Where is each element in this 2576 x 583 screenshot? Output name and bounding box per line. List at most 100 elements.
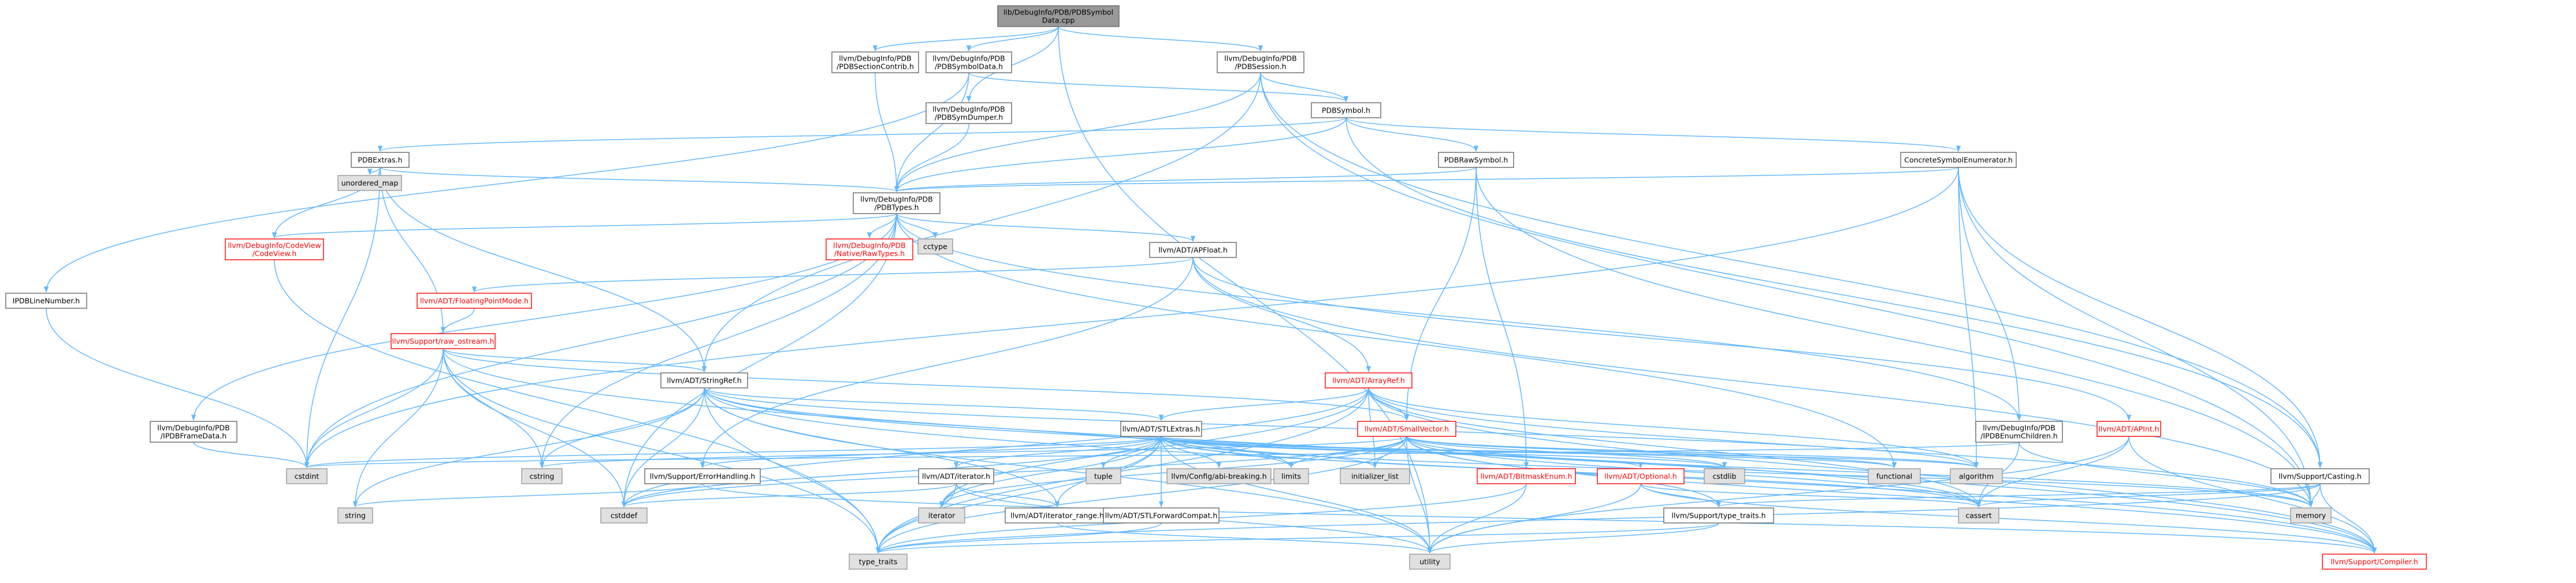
node-cstdlib[interactable]: cstdlib — [1704, 468, 1745, 484]
node-box — [1357, 421, 1456, 437]
node-label: /PDBSectionContrib.h — [837, 62, 914, 71]
node-compiler[interactable]: llvm/Support/Compiler.h — [2322, 554, 2427, 570]
node-box — [286, 468, 328, 484]
edge-arrayref-to-type_traits — [875, 387, 1369, 554]
node-root[interactable]: lib/DebugInfo/PDB/PDBSymbolData.cpp — [997, 5, 1120, 27]
edge-concretesymbolenum-to-memory — [1958, 167, 2314, 508]
edge-ipdblinenumber-to-cstdint — [46, 308, 310, 469]
node-label: llvm/ADT/BitmaskEnum.h — [1480, 472, 1572, 481]
node-pdbsymdumper[interactable]: llvm/DebugInfo/PDB/PDBSymDumper.h — [925, 102, 1012, 124]
node-type_traits[interactable]: type_traits — [849, 554, 908, 570]
node-box — [1166, 468, 1272, 484]
node-initializer_list[interactable]: initializer_list — [1340, 468, 1410, 484]
node-iterator[interactable]: iterator — [918, 507, 965, 524]
node-ipdblinenumber[interactable]: IPDBLineNumber.h — [5, 293, 87, 309]
edge-casting-to-memory — [2308, 483, 2321, 508]
node-label: /CodeView.h — [252, 249, 297, 258]
node-label: llvm/Support/ErrorHandling.h — [650, 472, 755, 481]
edge-errorhandling-to-string — [353, 483, 703, 508]
node-limits[interactable]: limits — [1273, 468, 1309, 484]
node-functional[interactable]: functional — [1868, 468, 1921, 484]
node-tuple[interactable]: tuple — [1086, 468, 1121, 484]
node-label: /PDBSymDumper.h — [935, 113, 1003, 122]
edge-root-to-pdbsymboldata — [966, 26, 1059, 52]
node-raw_ostream[interactable]: llvm/Support/raw_ostream.h — [391, 333, 496, 349]
node-iteratorh[interactable]: llvm/ADT/iterator.h — [918, 468, 994, 484]
node-ipdbenumchildren[interactable]: llvm/DebugInfo/PDB/IPDBEnumChildren.h — [1975, 421, 2063, 443]
node-apfloat[interactable]: llvm/ADT/APFloat.h — [1149, 242, 1237, 258]
node-box — [1311, 102, 1381, 118]
node-unordered_map[interactable]: unordered_map — [337, 175, 402, 191]
edge-pdbsession-to-stringref — [701, 72, 1261, 373]
node-casting[interactable]: llvm/Support/Casting.h — [2270, 468, 2370, 484]
node-box — [225, 238, 324, 260]
node-pdbtypes[interactable]: llvm/DebugInfo/PDB/PDBTypes.h — [853, 192, 941, 214]
node-abibreaking[interactable]: llvm/Config/abi-breaking.h — [1166, 468, 1272, 484]
edge-raw_ostream-to-string — [352, 348, 444, 508]
node-apint[interactable]: llvm/ADT/APInt.h — [2097, 421, 2161, 437]
node-box — [1597, 468, 1685, 484]
node-box — [1868, 468, 1921, 484]
node-iterator_range[interactable]: llvm/ADT/iterator_range.h — [1005, 507, 1110, 524]
node-pdbframedata[interactable]: llvm/DebugInfo/PDB/IPDBFrameData.h — [150, 421, 237, 443]
node-label: llvm/ADT/STLForwardCompat.h — [1105, 511, 1218, 520]
edge-optional-to-cassert — [1640, 483, 1981, 508]
node-algorithm[interactable]: algorithm — [1950, 468, 2003, 484]
node-pdbextras[interactable]: PDBExtras.h — [351, 152, 410, 168]
edge-errorhandling-to-compiler — [702, 483, 2377, 554]
edge-concretesymbolenum-to-casting — [1958, 167, 2323, 469]
node-label: cstdlib — [1712, 472, 1736, 481]
node-box — [1900, 152, 2017, 168]
node-optional[interactable]: llvm/ADT/Optional.h — [1597, 468, 1685, 484]
edge-smallvector-to-functional — [1406, 436, 1897, 469]
node-string[interactable]: string — [337, 507, 373, 524]
edge-pdbsymbol-to-pdbtypes — [894, 117, 1347, 193]
node-bitmaskenum[interactable]: llvm/ADT/BitmaskEnum.h — [1477, 468, 1576, 484]
node-concretesymbolenum[interactable]: ConcreteSymbolEnumerator.h — [1900, 152, 2017, 168]
edge-stringref-to-utility — [704, 387, 1433, 554]
node-label: limits — [1281, 472, 1301, 481]
node-pdbsymbol[interactable]: PDBSymbol.h — [1311, 102, 1381, 118]
node-pdbsymboldata[interactable]: llvm/DebugInfo/PDB/PDBSymbolData.h — [925, 51, 1012, 73]
node-errorhandling[interactable]: llvm/Support/ErrorHandling.h — [644, 468, 761, 484]
node-pdbsectioncontrib[interactable]: llvm/DebugInfo/PDB/PDBSectionContrib.h — [831, 51, 919, 73]
node-stlforwardcompat[interactable]: llvm/ADT/STLForwardCompat.h — [1103, 507, 1220, 524]
node-codeview[interactable]: llvm/DebugInfo/CodeView/CodeView.h — [225, 238, 324, 260]
edge-pdbsession-to-pdbtypes — [894, 72, 1261, 193]
node-cstdint[interactable]: cstdint — [286, 468, 328, 484]
edge-casting-to-cassert — [1976, 483, 2321, 508]
node-box — [1663, 507, 1774, 524]
node-smallvector[interactable]: llvm/ADT/SmallVector.h — [1357, 421, 1456, 437]
edge-ipdbenumchildren-to-memory — [2019, 442, 2314, 508]
edge-pdbtypes-to-ipdbenumchildren — [896, 213, 2022, 421]
nodes-layer: lib/DebugInfo/PDB/PDBSymbolData.cpp llvm/… — [5, 5, 2427, 570]
node-label: cassert — [1965, 511, 1991, 520]
node-type_traits_h[interactable]: llvm/Support/type_traits.h — [1663, 507, 1774, 524]
node-cctype[interactable]: cctype — [917, 238, 953, 255]
node-label: /PDBSymbolData.h — [935, 62, 1003, 71]
node-cassert[interactable]: cassert — [1958, 507, 1999, 524]
node-pdbrawsymbol[interactable]: PDBRawSymbol.h — [1438, 152, 1514, 168]
node-label: llvm/DebugInfo/PDB — [839, 54, 911, 63]
edge-smallvector-to-cstring — [540, 436, 1407, 469]
edge-concretesymbolenum-to-pdbtypes — [894, 167, 1959, 193]
node-memory[interactable]: memory — [2290, 507, 2332, 524]
node-box — [849, 554, 908, 570]
node-stlextras[interactable]: llvm/ADT/STLExtras.h — [1120, 421, 1202, 437]
edge-pdbextras-to-pdbtypes — [380, 167, 899, 193]
edge-concretesymbolenum-to-cstdint — [304, 167, 1959, 469]
edge-iteratorh-to-cstddef — [622, 483, 957, 508]
node-cstring[interactable]: cstring — [521, 468, 563, 484]
node-label: cctype — [923, 242, 947, 251]
edge-stringref-to-stlextras — [704, 387, 1164, 421]
node-floatingpointmode[interactable]: llvm/ADT/FloatingPointMode.h — [417, 293, 532, 309]
node-arrayref[interactable]: llvm/ADT/ArrayRef.h — [1325, 372, 1412, 388]
node-cstddef[interactable]: cstddef — [600, 507, 648, 524]
node-box — [2270, 468, 2370, 484]
node-utility[interactable]: utility — [1409, 554, 1451, 570]
node-box — [831, 51, 919, 73]
node-nativerawtypes[interactable]: llvm/DebugInfo/PDB/Native/RawTypes.h — [826, 238, 913, 260]
node-stringref[interactable]: llvm/ADT/StringRef.h — [660, 372, 748, 388]
edge-apfloat-to-floatingpointmode — [472, 257, 1194, 293]
node-pdbsession[interactable]: llvm/DebugInfo/PDB/PDBSession.h — [1217, 51, 1304, 73]
